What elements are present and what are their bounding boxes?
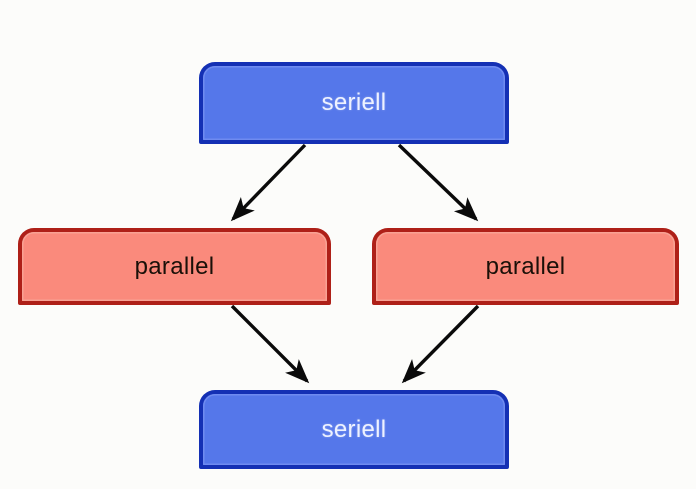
edge-right-parallel-to-bottom-seriell bbox=[401, 304, 480, 384]
node-label: seriell bbox=[321, 89, 387, 116]
node-right-parallel[interactable]: parallel bbox=[372, 228, 679, 305]
node-top-seriell[interactable]: seriell bbox=[199, 62, 509, 144]
node-label: parallel bbox=[134, 252, 215, 280]
node-label: parallel bbox=[485, 252, 566, 280]
edge-left-parallel-to-bottom-seriell bbox=[230, 304, 310, 384]
node-left-parallel[interactable]: parallel bbox=[18, 228, 331, 305]
edge-top-seriell-to-left-parallel bbox=[230, 143, 307, 222]
node-bottom-seriell[interactable]: seriell bbox=[199, 390, 509, 469]
node-label: seriell bbox=[321, 415, 387, 443]
edge-top-seriell-to-right-parallel bbox=[397, 143, 479, 222]
